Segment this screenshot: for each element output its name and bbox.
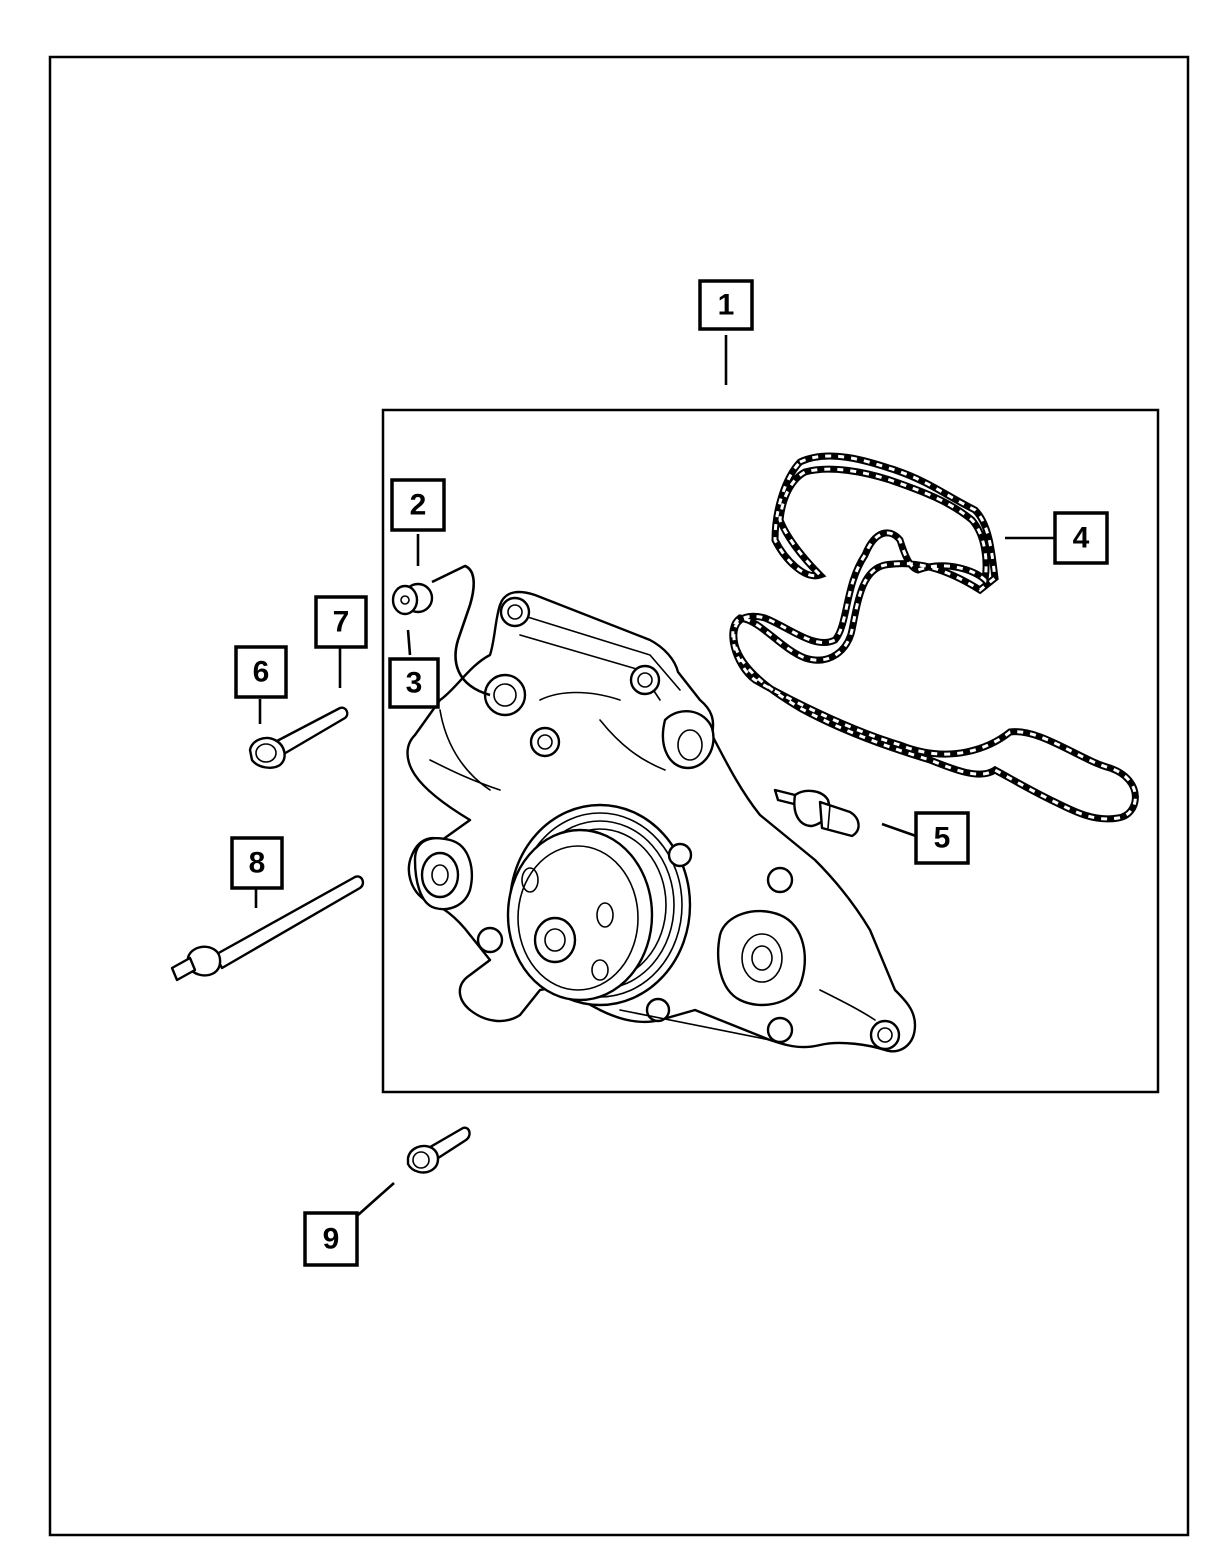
- callout-2: 2: [390, 478, 446, 532]
- callout-label-9: 9: [323, 1223, 340, 1256]
- outer-frame: [48, 55, 1190, 1537]
- callout-3: 3: [388, 657, 440, 709]
- callout-label-1: 1: [718, 289, 735, 322]
- callout-label-6: 6: [253, 656, 270, 689]
- callout-4: 4: [1053, 511, 1109, 565]
- bolt-6-illustration: [248, 706, 349, 769]
- bolt-9-illustration: [406, 1126, 471, 1174]
- gasket-illustration: [729, 452, 1139, 823]
- assembly-frame: [381, 408, 1160, 1094]
- callout-label-2: 2: [410, 489, 427, 522]
- callout-6: 6: [234, 645, 288, 699]
- water-pump-illustration: [406, 590, 917, 1053]
- callout-8: 8: [230, 836, 284, 890]
- stud-8-illustration: [170, 875, 365, 982]
- callout-label-4: 4: [1073, 522, 1090, 555]
- sensor-illustration: [773, 788, 860, 838]
- callout-label-8: 8: [249, 847, 266, 880]
- callout-label-7: 7: [333, 606, 350, 639]
- callout-7: 7: [314, 595, 368, 649]
- leader-line-3: [406, 629, 412, 656]
- callout-label-3: 3: [406, 667, 423, 700]
- leader-line-9: [357, 1182, 395, 1216]
- callout-label-5: 5: [934, 822, 951, 855]
- leader-line-2-to-pump: [431, 564, 491, 697]
- leader-line-5: [881, 822, 917, 838]
- plug-illustration: [391, 582, 434, 616]
- callout-1: 1: [698, 279, 754, 331]
- callout-5: 5: [914, 811, 970, 865]
- callout-9: 9: [303, 1211, 359, 1267]
